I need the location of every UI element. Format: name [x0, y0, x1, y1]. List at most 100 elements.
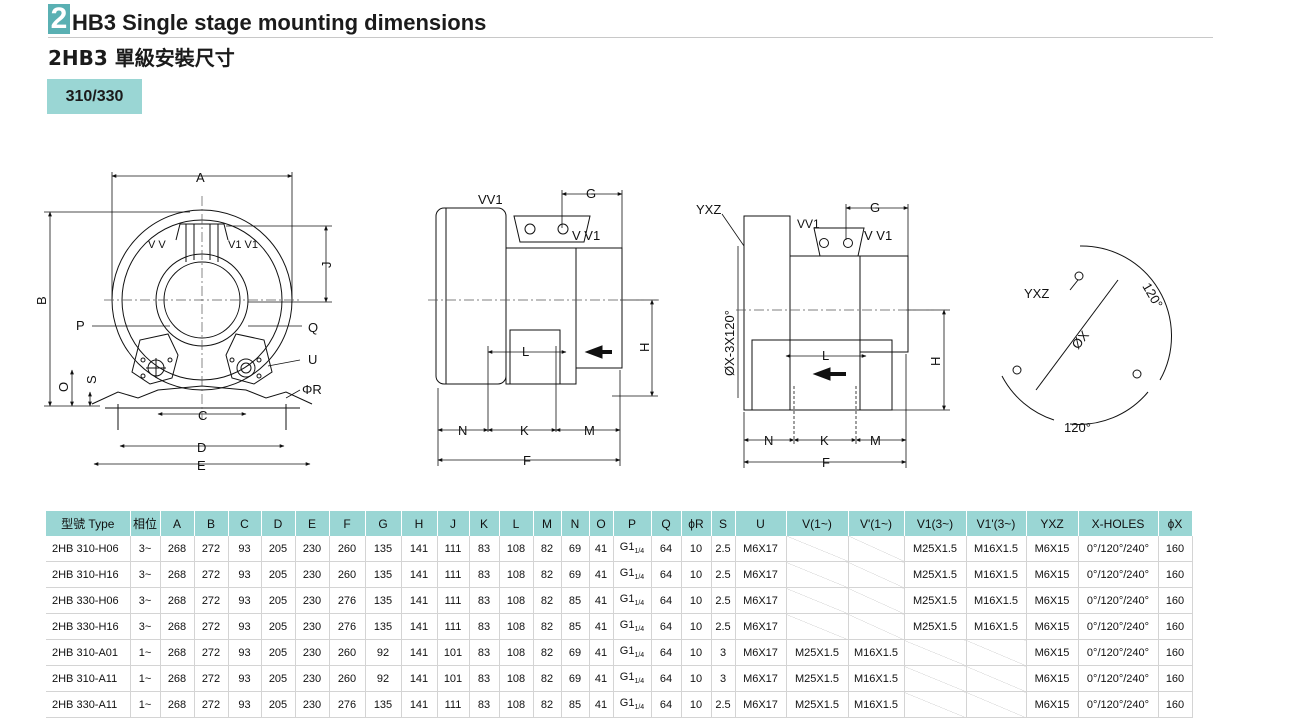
table-cell: [786, 613, 849, 640]
flange-pattern-drawing: [1001, 245, 1172, 425]
table-cell: 272: [194, 639, 229, 666]
table-cell: M16X1.5: [966, 561, 1027, 588]
thread-size-sub: 1/4: [634, 574, 645, 582]
table-cell: M6X17: [735, 691, 787, 718]
table-cell: 83: [469, 536, 500, 562]
table-cell: 268: [160, 665, 195, 692]
table-cell: 272: [194, 587, 229, 614]
table-cell: G11/4: [613, 561, 652, 588]
table-cell: 272: [194, 613, 229, 640]
table-cell: 41: [589, 587, 614, 614]
table-cell: 10: [681, 561, 712, 588]
table-cell: 272: [194, 691, 229, 718]
dim-label-O: O: [56, 382, 71, 392]
column-header: J: [437, 511, 470, 536]
table-cell: M16X1.5: [966, 587, 1027, 614]
table-cell: 3~: [130, 536, 161, 562]
table-cell: G11/4: [613, 587, 652, 614]
table-cell: [848, 536, 905, 562]
column-header: A: [160, 511, 195, 536]
table-cell: 2HB 310-A01: [46, 639, 131, 666]
table-cell: 2HB 310-H16: [46, 561, 131, 588]
dim-label-P: P: [76, 318, 85, 333]
column-header: N: [561, 511, 590, 536]
table-cell: M25X1.5: [786, 665, 849, 692]
table-cell: M16X1.5: [848, 665, 905, 692]
table-cell: 108: [499, 665, 534, 692]
dim-label-dia-x: ØX-3X120°: [722, 310, 737, 376]
dim-label-vv1-2: VV1: [797, 217, 820, 231]
table-cell: 0°/120°/240°: [1078, 587, 1159, 614]
column-header: M: [533, 511, 562, 536]
side-view-1-dimensions: [437, 190, 658, 466]
column-header: 相位: [130, 511, 161, 536]
table-cell: M6X15: [1026, 587, 1079, 614]
table-cell: 135: [365, 536, 402, 562]
table-cell: M16X1.5: [966, 613, 1027, 640]
table-cell: [966, 691, 1027, 718]
table-cell: M25X1.5: [786, 639, 849, 666]
table-cell: 205: [261, 665, 296, 692]
table-cell: 276: [329, 587, 366, 614]
column-header: K: [469, 511, 500, 536]
table-cell: 10: [681, 665, 712, 692]
table-cell: 0°/120°/240°: [1078, 691, 1159, 718]
table-cell: 111: [437, 587, 470, 614]
dim-label-vv: V V: [148, 239, 166, 251]
table-cell: 276: [329, 613, 366, 640]
thread-size-sub: 1/4: [634, 652, 645, 660]
table-cell: G11/4: [613, 639, 652, 666]
column-header: L: [499, 511, 534, 536]
dim-label-K: K: [520, 423, 529, 438]
dim-label-U: U: [308, 352, 317, 367]
table-cell: 260: [329, 665, 366, 692]
table-cell: 141: [401, 639, 438, 666]
dim-label-F-2: F: [822, 455, 830, 470]
table-cell: 85: [561, 613, 590, 640]
table-cell: 101: [437, 665, 470, 692]
thread-size-sub: 1/4: [634, 548, 645, 556]
table-cell: [848, 613, 905, 640]
table-cell: 82: [533, 561, 562, 588]
table-cell: 64: [651, 691, 682, 718]
table-cell: [904, 691, 967, 718]
flange-label-angle-2: 120°: [1064, 420, 1091, 435]
table-cell: 108: [499, 639, 534, 666]
table-cell: 205: [261, 639, 296, 666]
column-header: YXZ: [1026, 511, 1079, 536]
table-cell: 268: [160, 561, 195, 588]
dim-label-D: D: [197, 440, 206, 455]
dim-label-M: M: [584, 423, 595, 438]
table-cell: 160: [1158, 639, 1193, 666]
dim-label-H: H: [637, 343, 652, 352]
table-cell: 41: [589, 691, 614, 718]
dim-label-K-2: K: [820, 433, 829, 448]
table-cell: 93: [228, 691, 262, 718]
table-cell: 2.5: [711, 587, 736, 614]
table-cell: 2HB 310-A11: [46, 665, 131, 692]
table-cell: 108: [499, 587, 534, 614]
thread-size-sub: 1/4: [634, 626, 645, 634]
side-view-2-dimensions: [721, 204, 950, 468]
technical-drawings: A B J V V V1 V1 P Q U ΦR O S C D E: [34, 170, 1172, 473]
table-cell: 272: [194, 561, 229, 588]
dim-label-J: J: [319, 262, 334, 269]
column-header: F: [329, 511, 366, 536]
table-cell: 230: [295, 561, 330, 588]
table-cell: 83: [469, 691, 500, 718]
table-cell: 160: [1158, 536, 1193, 562]
front-view-centerlines: [104, 196, 300, 420]
table-cell: [786, 536, 849, 562]
side-view-1-drawing: [435, 207, 623, 385]
column-header: 型號 Type: [46, 511, 131, 536]
table-cell: 64: [651, 536, 682, 562]
column-header: B: [194, 511, 229, 536]
dim-label-C: C: [198, 408, 207, 423]
table-cell: 10: [681, 639, 712, 666]
thread-size-sub: 1/4: [634, 678, 645, 686]
